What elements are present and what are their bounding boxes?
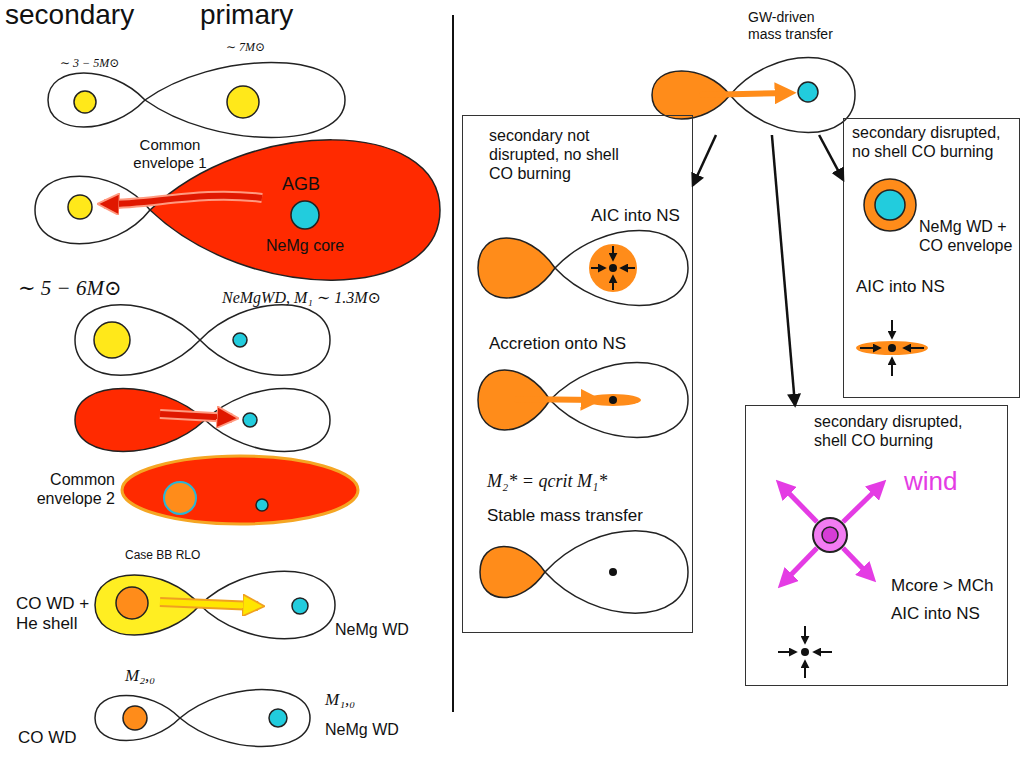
collapse-arrow [904, 347, 924, 349]
annotation-label: M₂,₀ [125, 666, 155, 686]
annotation-label: primary [200, 0, 293, 32]
wind-arrow [780, 484, 817, 522]
wind-arrow [782, 548, 817, 584]
outcome-arrow [772, 135, 795, 405]
collapse-arrow [814, 651, 832, 653]
white-dwarf [798, 82, 818, 102]
common-envelope [122, 456, 358, 524]
box-text: AIC into NS [891, 604, 980, 624]
neutron-star [609, 396, 617, 404]
white-dwarf [292, 598, 308, 614]
outcome-arrow [819, 135, 843, 180]
collapse-arrow [612, 276, 614, 290]
annotation-label: CO WD + He shell [16, 594, 98, 635]
co-white-dwarf [123, 706, 147, 730]
annotation-label: CO WD [18, 728, 77, 748]
co-envelope [864, 179, 916, 231]
roche-lobe [545, 531, 688, 614]
neutron-star [609, 568, 617, 576]
roche-lobe [180, 690, 310, 747]
annotation-label: Case BB RLO [125, 548, 200, 562]
accretion-disk [856, 341, 928, 355]
roche-lobe [35, 176, 150, 244]
outcome-arrow [693, 135, 716, 185]
neutron-star [888, 344, 896, 352]
core [822, 527, 838, 543]
box-text: M₂* = qcrit M₁* [487, 471, 607, 493]
annotation-label: NeMg WD [325, 720, 399, 739]
roche-lobe [75, 305, 200, 376]
annotation-label: NeMg WD [335, 620, 409, 639]
annotation-label: NeMg core [266, 236, 344, 255]
roche-lobe [48, 73, 145, 127]
roche-lobe [478, 238, 555, 298]
box-text: Stable mass transfer [487, 506, 643, 526]
mass-flow-arrow [515, 399, 596, 400]
neutron-star [609, 264, 617, 272]
outcome-box: secondary disrupted, no shell CO burning… [843, 118, 1020, 398]
divider-line [452, 15, 454, 712]
collapse-arrow [621, 267, 635, 269]
mass-flow-arrow [700, 93, 790, 95]
box-heading: secondary disrupted, no shell CO burning [852, 123, 1018, 161]
white-dwarf [256, 499, 268, 511]
star [74, 91, 96, 113]
box-text: wind [904, 466, 957, 497]
nemg-core [291, 201, 319, 229]
roche-lobe [555, 231, 688, 306]
mass-flow-arrow [160, 414, 232, 418]
co-white-dwarf [116, 587, 148, 619]
mass-flow-halo [104, 196, 262, 204]
outcome-box: secondary disrupted, shell CO burning win… [745, 405, 1008, 686]
collapse-arrow [591, 267, 605, 269]
mass-flow-arrow [104, 196, 262, 204]
annotation-label: AGB [282, 174, 320, 196]
wind-arrow [843, 548, 872, 578]
white-dwarf [233, 333, 247, 347]
collapse-arrow [612, 246, 614, 260]
wind-arrow [843, 484, 882, 522]
annotation-label: Common envelope 2 [15, 470, 115, 508]
white-dwarf [269, 709, 287, 727]
shell-burning-star [813, 518, 847, 552]
box-text: Accretion onto NS [489, 334, 626, 354]
accreted-envelope [589, 244, 637, 292]
annotation-label: M₁,₀ [325, 690, 355, 710]
box-text: AIC into NS [856, 277, 945, 297]
mass-flow-arrow [160, 602, 258, 606]
collapse-arrow [860, 347, 880, 349]
roche-lobe [200, 305, 330, 376]
co-core [164, 482, 196, 514]
mass-flow-halo [160, 602, 258, 606]
mass-flow-halo [160, 414, 232, 418]
box-text: AIC into NS [591, 206, 680, 226]
box-text: NeMg WD + CO envelope [919, 217, 1019, 255]
roche-lobe [480, 547, 545, 598]
box-text: Mcore > MCh [891, 576, 994, 596]
box-heading: secondary disrupted, shell CO burning [814, 412, 994, 450]
annotation-label: ∼ 3 − 5M⊙ [60, 56, 119, 70]
roche-lobe [95, 696, 180, 741]
star [68, 195, 92, 219]
outcome-box: secondary not disrupted, no shell CO bur… [462, 115, 693, 633]
box-heading: secondary not disrupted, no shell CO bur… [489, 126, 641, 184]
box-heading: GW-driven mass transfer [748, 9, 846, 43]
roche-lobe [145, 63, 345, 138]
white-dwarf [243, 413, 257, 427]
annotation-label: ∼ 7M⊙ [226, 40, 265, 54]
collapse-arrow [778, 651, 796, 653]
annotation-label: Common envelope 1 [128, 136, 212, 172]
star [94, 322, 130, 358]
neutron-star [801, 648, 809, 656]
annotation-label: ∼ 5 − 6M⊙ [18, 276, 122, 301]
annotation-label: secondary [5, 0, 134, 32]
collapse-arrow [804, 626, 806, 643]
collapse-arrow [891, 320, 893, 338]
nemg-white-dwarf [875, 190, 905, 220]
collapse-arrow [891, 358, 893, 376]
star [227, 86, 259, 118]
annotation-label: NeMgWD, M₁ ∼ 1.3M⊙ [222, 288, 381, 307]
collapse-arrow [804, 661, 806, 678]
